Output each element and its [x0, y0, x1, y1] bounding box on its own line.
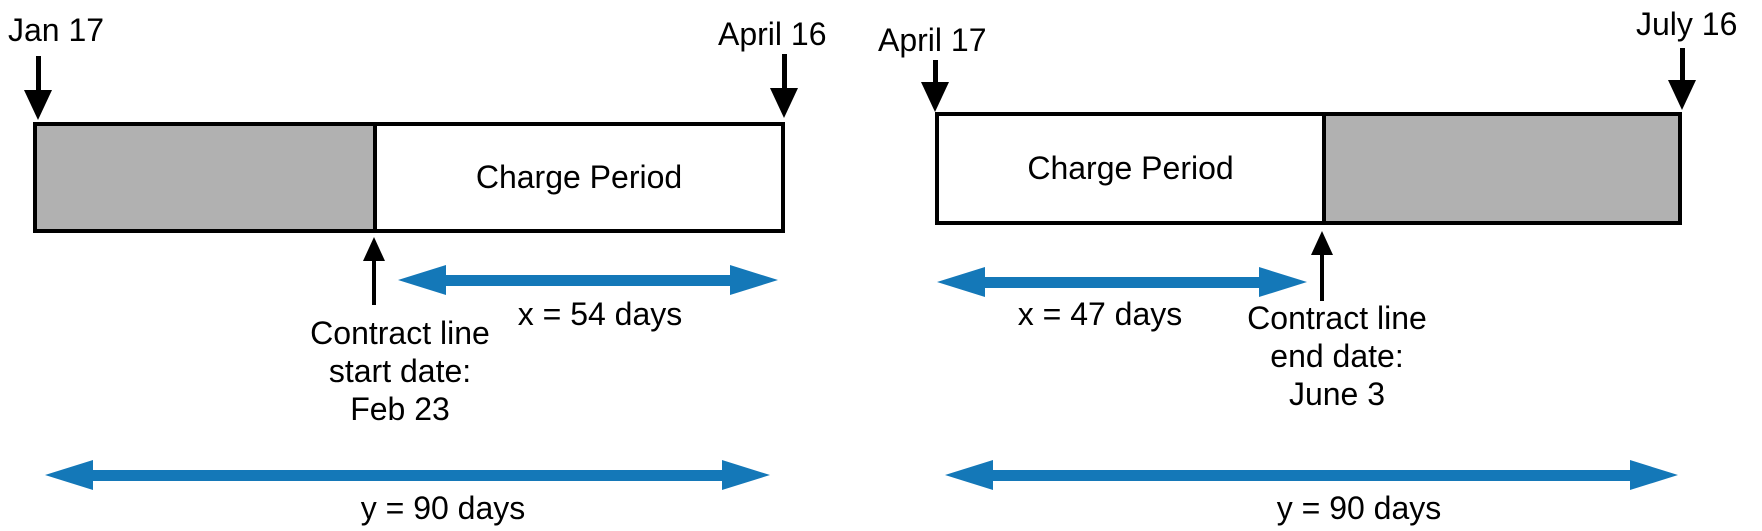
arrow-shaft — [993, 469, 1630, 481]
arrow-head-left — [45, 460, 93, 490]
charge-period-segment: Charge Period — [939, 116, 1322, 221]
start-date-arrow-down-icon — [921, 60, 949, 112]
arrow-head-up — [363, 237, 385, 261]
arrow-stem — [932, 60, 938, 82]
x-span-arrow-icon — [398, 265, 778, 295]
marker-line-3: June 3 — [1288, 376, 1386, 412]
charge-period-segment: Charge Period — [377, 126, 781, 229]
arrow-head-up — [1311, 231, 1333, 255]
contract-start-arrow-up-icon — [363, 237, 385, 305]
arrow-head-right — [722, 460, 770, 490]
end-date-arrow-down-icon — [1668, 48, 1696, 110]
non-charge-segment — [1322, 116, 1678, 221]
non-charge-segment — [37, 126, 377, 229]
arrow-head-down — [1668, 80, 1696, 110]
y-span-label: y = 90 days — [360, 490, 526, 526]
contract-start-label: Contract line start date: Feb 23 — [264, 314, 536, 428]
arrow-head-down — [24, 90, 52, 120]
marker-line-2: start date: — [328, 353, 472, 389]
contract-end-arrow-up-icon — [1311, 231, 1333, 301]
arrow-head-right — [730, 265, 778, 295]
end-date-arrow-down-icon — [770, 54, 798, 118]
start-date-label: April 17 — [878, 22, 987, 58]
arrow-stem — [781, 54, 787, 88]
y-span-arrow-icon — [45, 460, 770, 490]
timeline-bar: Charge Period — [33, 122, 785, 233]
marker-line-3: Feb 23 — [350, 391, 450, 427]
marker-line-1: Contract line — [1247, 300, 1427, 336]
arrow-head-down — [770, 88, 798, 118]
arrow-stem — [1679, 48, 1685, 80]
arrow-head-left — [937, 267, 985, 297]
arrow-stem — [35, 56, 41, 90]
timeline-bar: Charge Period — [935, 112, 1682, 225]
x-span-arrow-icon — [937, 267, 1307, 297]
end-date-label: April 16 — [718, 16, 827, 52]
y-span-arrow-icon — [945, 460, 1678, 490]
arrow-shaft — [985, 276, 1259, 288]
contract-end-label: Contract line end date: June 3 — [1201, 299, 1473, 413]
arrow-stem — [372, 261, 376, 305]
start-date-arrow-down-icon — [24, 56, 52, 120]
charge-period-label: Charge Period — [1027, 150, 1234, 186]
marker-line-2: end date: — [1270, 338, 1404, 374]
start-date-label: Jan 17 — [8, 12, 105, 48]
end-date-label: July 16 — [1636, 6, 1738, 42]
arrow-head-left — [945, 460, 993, 490]
arrow-head-right — [1259, 267, 1307, 297]
arrow-shaft — [446, 274, 730, 286]
x-span-label: x = 54 days — [517, 296, 683, 332]
arrow-head-right — [1630, 460, 1678, 490]
charge-period-label: Charge Period — [475, 159, 683, 195]
arrow-shaft — [93, 469, 722, 481]
x-span-label: x = 47 days — [1017, 296, 1183, 332]
arrow-head-down — [921, 82, 949, 112]
y-span-label: y = 90 days — [1276, 490, 1442, 526]
marker-line-1: Contract line — [310, 315, 490, 351]
arrow-head-left — [398, 265, 446, 295]
arrow-stem — [1320, 255, 1324, 301]
